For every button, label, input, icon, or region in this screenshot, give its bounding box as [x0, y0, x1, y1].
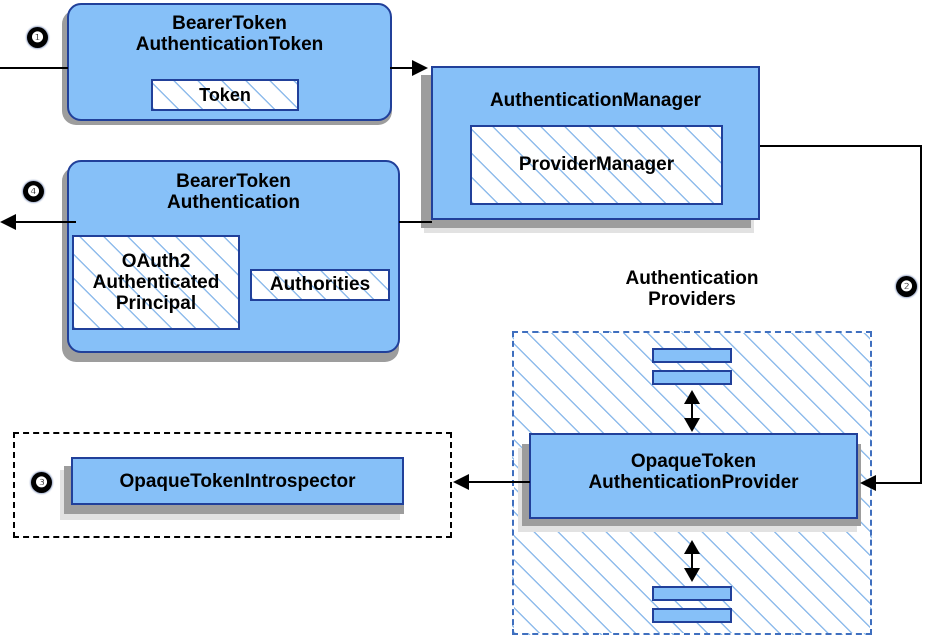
outbound-authentication-arrowhead: [0, 214, 16, 230]
step-badge-4: ❹: [23, 181, 44, 202]
provider-bottom-connector-line: [691, 542, 693, 580]
step-badge-1: ❶: [27, 27, 48, 48]
token-inner-label: Token: [199, 84, 251, 105]
manager-to-provider-line-vertical: [920, 145, 922, 483]
manager-to-provider-line-bottom: [876, 482, 922, 484]
provider-top-connector-arrow-down: [684, 418, 700, 432]
oauth2-authenticated-principal-label: OAuth2 Authenticated Principal: [92, 250, 220, 315]
opaque-token-introspector-title: OpaqueTokenIntrospector: [119, 471, 356, 492]
opaque-token-introspector-node[interactable]: OpaqueTokenIntrospector: [71, 457, 404, 505]
bearer-token-authentication-token-title: BearerToken AuthenticationToken: [135, 13, 324, 56]
step-badge-2: ❷: [896, 276, 917, 297]
provider-bar-bottom-2: [652, 608, 732, 623]
provider-bottom-connector-arrow-up: [684, 540, 700, 554]
provider-top-connector-arrow-up: [684, 390, 700, 404]
manager-to-provider-line-top: [760, 145, 922, 147]
provider-to-introspector-arrowhead: [453, 474, 469, 490]
authentication-manager-title: AuthenticationManager: [489, 90, 702, 111]
authorities-box[interactable]: Authorities: [250, 269, 390, 301]
provider-to-introspector-line: [469, 481, 530, 483]
provider-bar-top-1: [652, 348, 732, 363]
provider-bottom-connector-arrow-down: [684, 568, 700, 582]
manager-to-authentication-line: [399, 221, 432, 223]
token-to-manager-arrowhead: [412, 60, 428, 76]
authorities-label: Authorities: [269, 274, 371, 296]
provider-manager-label: ProviderManager: [518, 154, 675, 176]
step-badge-3: ❸: [31, 472, 52, 493]
provider-top-connector-line: [691, 392, 693, 430]
outbound-authentication-line: [16, 221, 76, 223]
provider-bar-top-2: [652, 370, 732, 385]
provider-bar-bottom-1: [652, 586, 732, 601]
bearer-token-authentication-token-node[interactable]: BearerToken AuthenticationToken: [67, 3, 392, 121]
provider-manager-inner-box[interactable]: ProviderManager: [470, 125, 723, 205]
authentication-providers-label: Authentication Providers: [625, 268, 759, 311]
opaque-token-introspector-container: [13, 432, 452, 538]
bearer-token-authentication-title: BearerToken Authentication: [167, 171, 300, 214]
oauth2-authenticated-principal-box[interactable]: OAuth2 Authenticated Principal: [72, 235, 240, 330]
inbound-request-line: [0, 67, 68, 69]
opaque-token-authentication-provider-node[interactable]: OpaqueToken AuthenticationProvider: [529, 433, 858, 519]
token-to-manager-line: [390, 67, 417, 69]
manager-to-provider-arrowhead: [860, 475, 876, 491]
opaque-token-authentication-provider-title: OpaqueToken AuthenticationProvider: [588, 451, 799, 494]
token-inner-box[interactable]: Token: [151, 79, 299, 111]
